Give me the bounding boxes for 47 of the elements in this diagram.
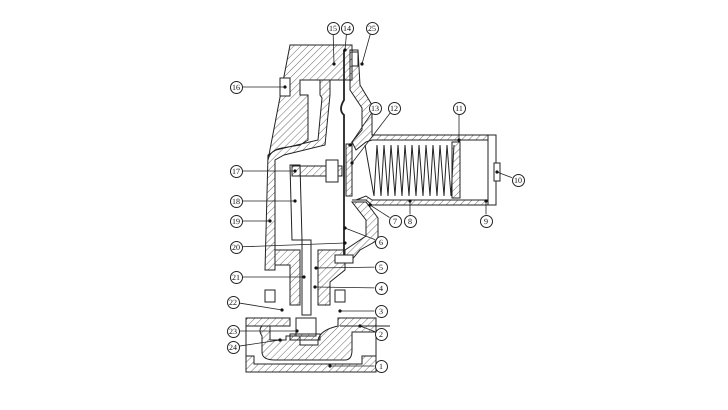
callout-number: 22 <box>226 296 240 308</box>
leader-line <box>484 199 488 215</box>
leader-line <box>239 302 284 312</box>
leader-line <box>358 324 376 332</box>
callout-number: 5 <box>374 260 388 274</box>
leader-line <box>239 338 282 346</box>
leader-line <box>313 285 375 289</box>
callout-number: 7 <box>388 214 402 228</box>
leader-line <box>328 364 375 368</box>
leader-line <box>242 275 306 279</box>
callout-number: 2 <box>374 328 388 340</box>
callout-number: 24 <box>226 340 240 354</box>
callout-number: 9 <box>480 214 492 228</box>
leader-line <box>242 169 297 173</box>
callout-number: 19 <box>230 214 242 228</box>
leader-line <box>314 266 375 270</box>
leader-line <box>495 170 512 178</box>
callout-number: 11 <box>452 102 466 114</box>
callout-number: 8 <box>404 214 416 228</box>
callout-number: 21 <box>230 270 242 284</box>
leader-line <box>457 114 461 142</box>
leader-line <box>343 34 347 52</box>
leader-line <box>242 241 347 248</box>
callout-number: 16 <box>230 80 242 94</box>
leader-line <box>360 34 371 66</box>
leader-line <box>239 329 299 333</box>
callout-number: 17 <box>230 164 242 178</box>
leader-line <box>242 199 297 203</box>
callout-number: 20 <box>230 240 242 254</box>
callout-number: 6 <box>374 236 388 248</box>
callout-number: 23 <box>226 324 240 338</box>
callout-number: 3 <box>374 304 388 318</box>
callout-number: 15 <box>326 22 340 34</box>
leader-line <box>408 199 412 215</box>
leader-line <box>350 112 390 165</box>
leader-line <box>242 219 272 223</box>
callout-number: 18 <box>230 194 242 208</box>
leader-line <box>332 34 336 66</box>
callout-number: 14 <box>340 22 354 34</box>
callout-number: 10 <box>512 174 524 186</box>
callout-number: 4 <box>374 282 388 294</box>
callout-number: 25 <box>366 22 378 34</box>
leader-line <box>242 85 287 89</box>
leader-line <box>338 309 375 313</box>
leader-line <box>348 112 372 147</box>
leader-line <box>368 203 390 218</box>
callout-number: 12 <box>388 102 400 114</box>
